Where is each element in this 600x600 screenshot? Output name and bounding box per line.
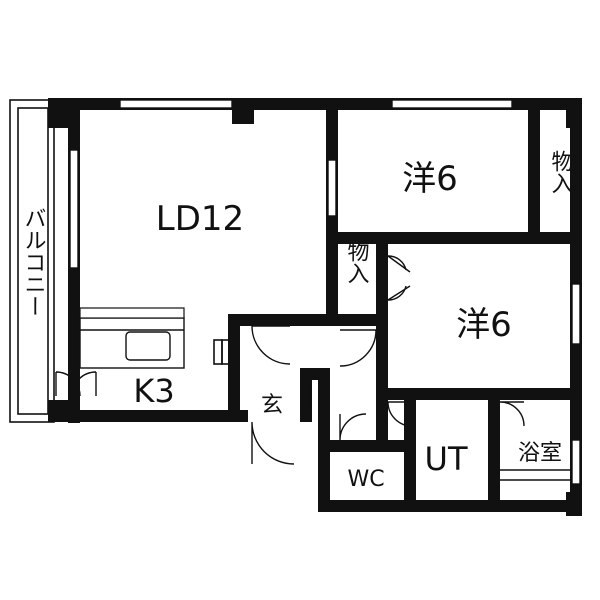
doors: [55, 255, 570, 481]
window-room2-right: [571, 283, 581, 345]
balcony-door: [55, 371, 81, 397]
bath-door: [499, 401, 525, 427]
closet-doors: [387, 255, 411, 301]
room-label-closet-2: 物入: [344, 240, 370, 284]
room-label-kitchen: K3: [133, 372, 174, 410]
ld-door: [251, 325, 291, 365]
window-ld-left: [69, 149, 79, 269]
window-ld-top: [119, 99, 233, 109]
room-label-balcony: バルコニー: [21, 207, 46, 317]
room-label-bathroom: 浴室: [518, 441, 562, 466]
room-label-ld: LD12: [156, 199, 244, 239]
room2-door: [339, 329, 377, 367]
window-room1-left: [327, 159, 337, 217]
balcony-outline: [9, 99, 55, 423]
room-label-western-1: 洋6: [402, 159, 458, 199]
window-room1-top: [391, 99, 513, 109]
room-label-toilet: WC: [347, 467, 384, 492]
kitchen-counter: [79, 307, 185, 369]
ut-door: [387, 401, 413, 427]
window-bath-right: [571, 439, 581, 485]
room-label-western-2: 洋6: [456, 305, 512, 345]
entrance-door: [251, 421, 295, 465]
wc-door: [339, 413, 367, 441]
room-label-entrance: 玄: [261, 393, 283, 418]
room-label-closet-1: 物入: [548, 150, 574, 194]
windows: [69, 99, 581, 485]
room-label-utility: UT: [425, 440, 468, 478]
